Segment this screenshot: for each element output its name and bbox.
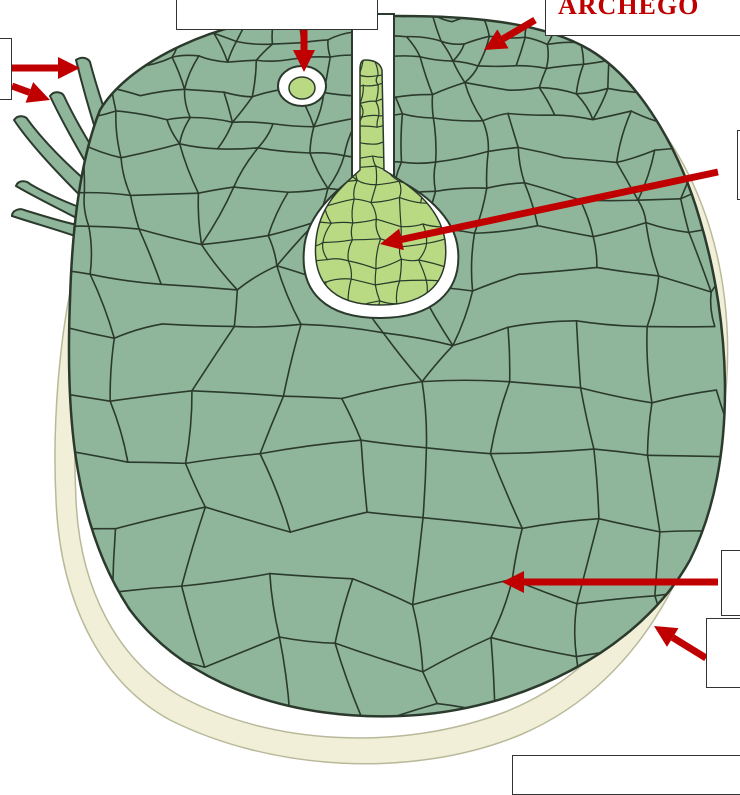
- cell-wall: [96, 38, 124, 42]
- cell-wall: [23, 446, 37, 532]
- cell-wall: [26, 640, 52, 720]
- cell-wall: [98, 55, 136, 67]
- cell-wall: [649, 87, 671, 93]
- cell-wall: [23, 532, 43, 591]
- cell-wall: [608, 38, 611, 61]
- cell-wall: [670, 56, 703, 59]
- label-box-archegonium: ARCHEGO: [545, 0, 740, 36]
- cell-wall: [509, 14, 530, 19]
- cell-wall: [670, 35, 672, 56]
- cell-wall: [726, 41, 733, 64]
- cell-wall: [153, 34, 179, 37]
- cell-wall: [400, 280, 427, 281]
- cell-wall: [26, 321, 43, 387]
- cell-wall: [666, 87, 672, 124]
- cell-wall: [670, 56, 672, 87]
- cell-wall: [633, 35, 671, 42]
- cell-wall: [74, 35, 96, 38]
- cell-wall: [145, 15, 167, 19]
- cell-wall: [43, 591, 52, 640]
- cell-wall: [611, 38, 634, 42]
- arrow-shaft: [673, 638, 706, 658]
- cell-wall: [67, 55, 98, 56]
- cell-wall: [36, 40, 42, 67]
- cell-wall: [478, 66, 516, 67]
- cell-wall: [730, 457, 740, 532]
- cell-wall: [714, 84, 740, 97]
- cell-wall: [481, 13, 508, 14]
- cell-wall: [113, 20, 125, 42]
- cell-wall: [689, 34, 703, 60]
- cell-wall: [580, 38, 610, 43]
- cell-wall: [733, 43, 740, 64]
- cell-wall: [96, 38, 98, 55]
- cell-wall: [586, 729, 667, 731]
- arrow-shaft: [12, 86, 29, 92]
- label-box-top-left: [0, 38, 12, 100]
- cell-wall: [91, 16, 113, 20]
- label-box-bottom: [512, 755, 740, 795]
- cell-wall: [41, 268, 43, 320]
- cell-wall: [145, 15, 153, 37]
- cell-wall: [633, 42, 638, 68]
- cell-wall: [67, 36, 74, 56]
- cell-wall: [125, 37, 154, 42]
- cell-wall: [667, 641, 668, 730]
- archegonium-label: ARCHEGO: [558, 0, 699, 21]
- cell-wall: [672, 87, 714, 97]
- cell-wall: [42, 36, 74, 40]
- cell-wall: [608, 60, 609, 88]
- label-box-top-center: [176, 0, 378, 30]
- cell-wall: [638, 68, 649, 93]
- label-box-right-bottom: [706, 618, 740, 688]
- cell-wall: [667, 730, 740, 734]
- cell-wall: [125, 42, 136, 67]
- cell-wall: [26, 720, 102, 722]
- cell-wall: [713, 112, 740, 120]
- label-box-right-lower: [721, 550, 740, 616]
- cell-wall: [638, 56, 670, 68]
- cell-wall: [62, 13, 92, 16]
- cell-wall: [40, 13, 62, 17]
- cell-wall: [714, 64, 733, 97]
- cell-wall: [666, 120, 713, 123]
- cell-wall: [700, 146, 740, 155]
- cell-wall: [726, 41, 740, 43]
- diagram-stage: ARCHEGO: [0, 0, 740, 778]
- cell-wall: [113, 15, 145, 20]
- gametophyte-diagram: [0, 0, 740, 778]
- cell-wall: [98, 55, 112, 88]
- pore-core: [289, 77, 315, 99]
- cell-wall: [703, 60, 733, 64]
- cell-wall: [40, 17, 42, 40]
- cell-wall: [391, 56, 420, 57]
- cell-wall: [713, 97, 714, 120]
- cell-wall: [26, 387, 37, 446]
